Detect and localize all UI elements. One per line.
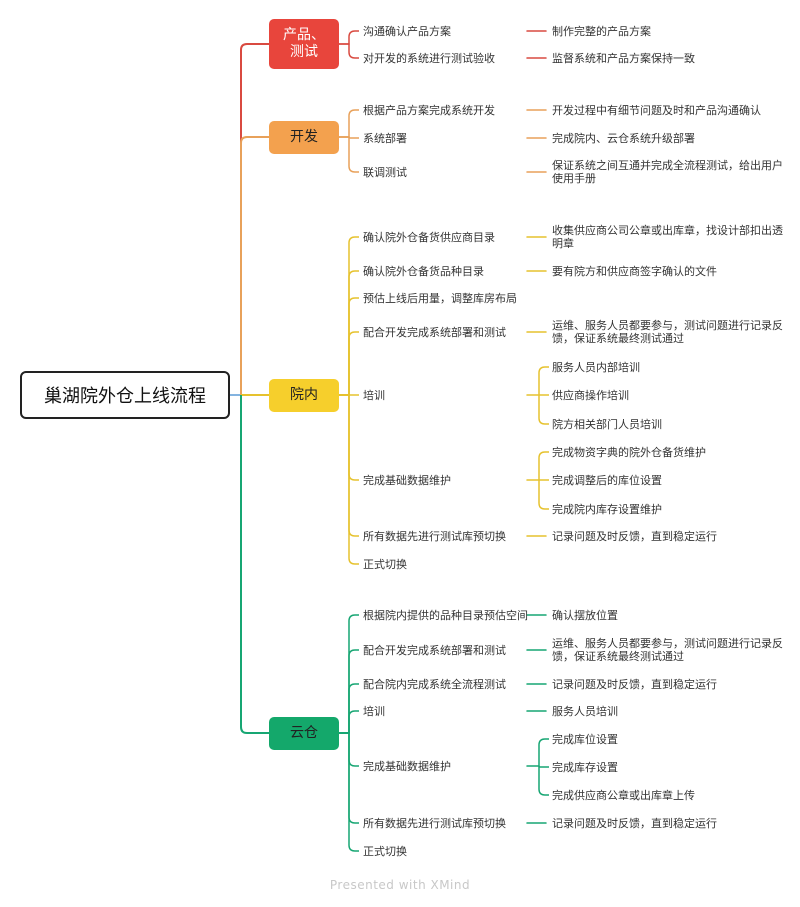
root-topic-label: 巢湖院外仓上线流程: [44, 386, 206, 407]
task-node[interactable]: 所有数据先进行测试库预切换: [363, 816, 506, 830]
branch-topic[interactable]: 院内: [269, 379, 339, 412]
task-node[interactable]: 联调测试: [363, 165, 407, 179]
task-connector: [348, 733, 359, 767]
root-topic[interactable]: 巢湖院外仓上线流程: [20, 371, 230, 419]
task-node[interactable]: 正式切换: [363, 557, 407, 571]
task-connector: [348, 44, 359, 59]
detail-node[interactable]: 要有院方和供应商签字确认的文件: [552, 264, 717, 278]
detail-node[interactable]: 确认摆放位置: [552, 608, 618, 622]
detail-connector: [538, 738, 549, 766]
branch-topic-label: 云仓: [290, 725, 318, 741]
task-node[interactable]: 系统部署: [363, 131, 407, 145]
detail-node[interactable]: 记录问题及时反馈，直到稳定运行: [552, 529, 717, 543]
task-connector: [348, 395, 359, 537]
detail-node[interactable]: 监督系统和产品方案保持一致: [552, 51, 695, 65]
footer-credit: Presented with XMind: [329, 878, 471, 892]
task-node[interactable]: 培训: [363, 704, 385, 718]
detail-node[interactable]: 完成调整后的库位设置: [552, 473, 662, 487]
task-connector: [348, 733, 359, 824]
task-connector: [348, 683, 359, 733]
detail-node[interactable]: 完成院内、云仓系统升级部署: [552, 131, 695, 145]
detail-node[interactable]: 服务人员培训: [552, 704, 618, 718]
detail-node[interactable]: 开发过程中有细节问题及时和产品沟通确认: [552, 103, 761, 117]
detail-connector: [538, 765, 549, 768]
task-connector: [348, 270, 359, 395]
detail-node[interactable]: 服务人员内部培训: [552, 360, 640, 374]
task-node[interactable]: 配合开发完成系统部署和测试: [363, 643, 506, 657]
task-connector: [348, 395, 359, 565]
detail-node[interactable]: 制作完整的产品方案: [552, 24, 651, 38]
task-node[interactable]: 配合院内完成系统全流程测试: [363, 677, 506, 691]
branch-topic-label: 产品、 测试: [283, 27, 325, 60]
task-connector: [348, 733, 359, 852]
task-node[interactable]: 预估上线后用量，调整库房布局: [363, 291, 517, 305]
task-connector: [348, 710, 359, 733]
task-node[interactable]: 沟通确认产品方案: [363, 24, 451, 38]
task-connector: [348, 30, 359, 44]
detail-node[interactable]: 完成供应商公章或出库章上传: [552, 788, 695, 802]
detail-connector: [538, 451, 549, 480]
detail-node[interactable]: 完成物资字典的院外仓备货维护: [552, 445, 706, 459]
detail-node[interactable]: 完成院内库存设置维护: [552, 502, 662, 516]
task-node[interactable]: 根据产品方案完成系统开发: [363, 103, 495, 117]
branch-connector: [240, 43, 269, 395]
task-connector: [348, 297, 359, 395]
branch-topic-label: 开发: [290, 129, 318, 145]
detail-node[interactable]: 完成库存设置: [552, 760, 618, 774]
task-connector: [348, 614, 359, 733]
branch-topic[interactable]: 云仓: [269, 717, 339, 750]
branch-topic[interactable]: 开发: [269, 121, 339, 154]
detail-node[interactable]: 收集供应商公司公章或出库章，找设计部扣出透明章: [552, 224, 783, 250]
detail-node[interactable]: 记录问题及时反馈，直到稳定运行: [552, 677, 717, 691]
detail-node[interactable]: 院方相关部门人员培训: [552, 417, 662, 431]
task-node[interactable]: 确认院外仓备货供应商目录: [363, 230, 495, 244]
detail-node[interactable]: 完成库位设置: [552, 732, 618, 746]
task-connector: [348, 395, 359, 481]
detail-connector: [538, 395, 549, 425]
task-node[interactable]: 配合开发完成系统部署和测试: [363, 325, 506, 339]
task-connector: [348, 137, 359, 173]
task-connector: [348, 331, 359, 395]
branch-connector: [240, 395, 269, 734]
task-node[interactable]: 确认院外仓备货品种目录: [363, 264, 484, 278]
detail-node[interactable]: 记录问题及时反馈，直到稳定运行: [552, 816, 717, 830]
task-node[interactable]: 完成基础数据维护: [363, 759, 451, 773]
task-node[interactable]: 完成基础数据维护: [363, 473, 451, 487]
branch-connector: [240, 136, 269, 395]
task-connector: [348, 236, 359, 395]
task-connector: [348, 109, 359, 137]
task-connector: [348, 136, 359, 139]
task-node[interactable]: 培训: [363, 388, 385, 402]
task-node[interactable]: 根据院内提供的品种目录预估空间: [363, 608, 528, 622]
detail-node[interactable]: 运维、服务人员都要参与，测试问题进行记录反馈，保证系统最终测试通过: [552, 319, 783, 345]
task-node[interactable]: 正式切换: [363, 844, 407, 858]
task-connector: [348, 649, 359, 733]
branch-topic[interactable]: 产品、 测试: [269, 19, 339, 69]
detail-node[interactable]: 供应商操作培训: [552, 388, 629, 402]
detail-connector: [538, 480, 549, 510]
detail-connector: [538, 766, 549, 796]
branch-topic-label: 院内: [290, 387, 318, 403]
task-node[interactable]: 对开发的系统进行测试验收: [363, 51, 495, 65]
detail-connector: [538, 366, 549, 395]
detail-node[interactable]: 运维、服务人员都要参与，测试问题进行记录反馈，保证系统最终测试通过: [552, 637, 783, 663]
detail-node[interactable]: 保证系统之间互通并完成全流程测试，给出用户使用手册: [552, 159, 783, 185]
task-node[interactable]: 所有数据先进行测试库预切换: [363, 529, 506, 543]
